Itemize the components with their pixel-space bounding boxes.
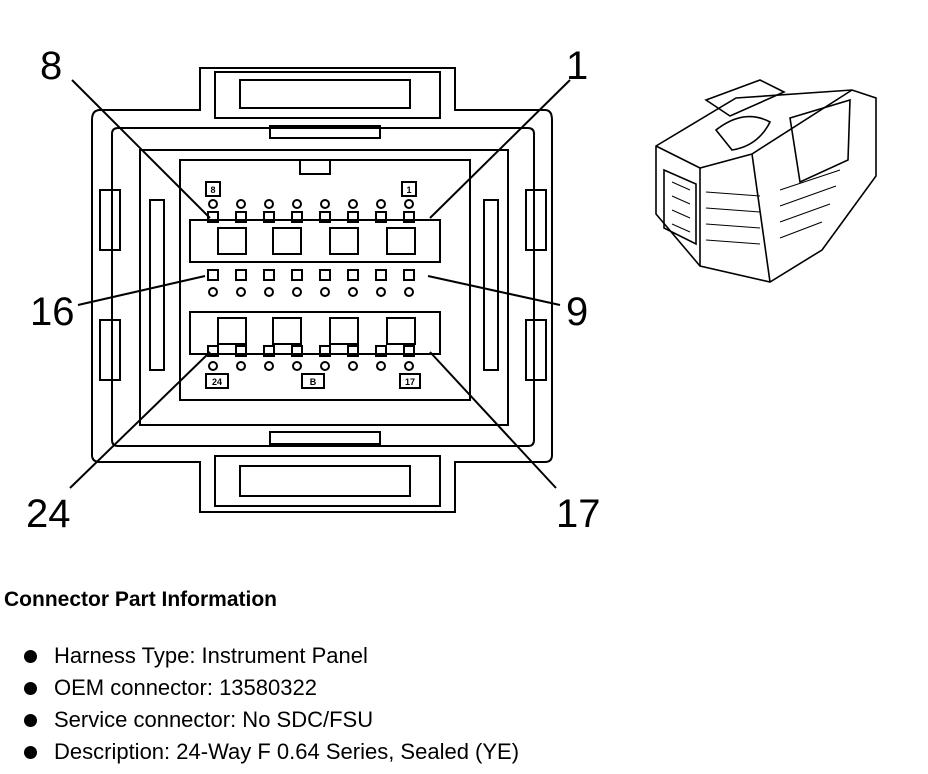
face-mark-8: 8 (210, 185, 215, 195)
pin-callout-8: 8 (40, 44, 63, 88)
face-mark-1: 1 (406, 185, 411, 195)
bullet-icon (24, 714, 37, 727)
section-title: Connector Part Information (4, 588, 278, 611)
connector-details-list: Harness Type: Instrument Panel OEM conne… (20, 640, 519, 768)
list-item: OEM connector: 13580322 (20, 672, 519, 704)
face-mark-center: B (310, 377, 317, 387)
pin-callout-17: 17 (556, 492, 601, 536)
detail-text: OEM connector: 13580322 (54, 675, 317, 700)
detail-text: Harness Type: Instrument Panel (54, 643, 368, 668)
connector-illustration (655, 79, 877, 283)
pin-callout-24: 24 (26, 492, 71, 536)
connector-face-drawing: 8 1 24 B 17 (69, 67, 877, 513)
bullet-icon (24, 650, 37, 663)
bullet-icon (24, 682, 37, 695)
pin-callout-16: 16 (30, 290, 75, 334)
list-item: Harness Type: Instrument Panel (20, 640, 519, 672)
face-mark-24: 24 (212, 377, 222, 387)
pin-callout-9: 9 (566, 290, 589, 334)
pin-callout-1: 1 (566, 44, 589, 88)
connector-diagram: 8 1 24 B 17 8 1 16 (26, 44, 877, 536)
bullet-icon (24, 746, 37, 759)
detail-text: Service connector: No SDC/FSU (54, 707, 374, 732)
detail-text: Description: 24-Way F 0.64 Series, Seale… (54, 739, 520, 764)
list-item: Service connector: No SDC/FSU (20, 704, 519, 736)
list-item: Description: 24-Way F 0.64 Series, Seale… (20, 736, 519, 768)
face-mark-17: 17 (405, 377, 415, 387)
